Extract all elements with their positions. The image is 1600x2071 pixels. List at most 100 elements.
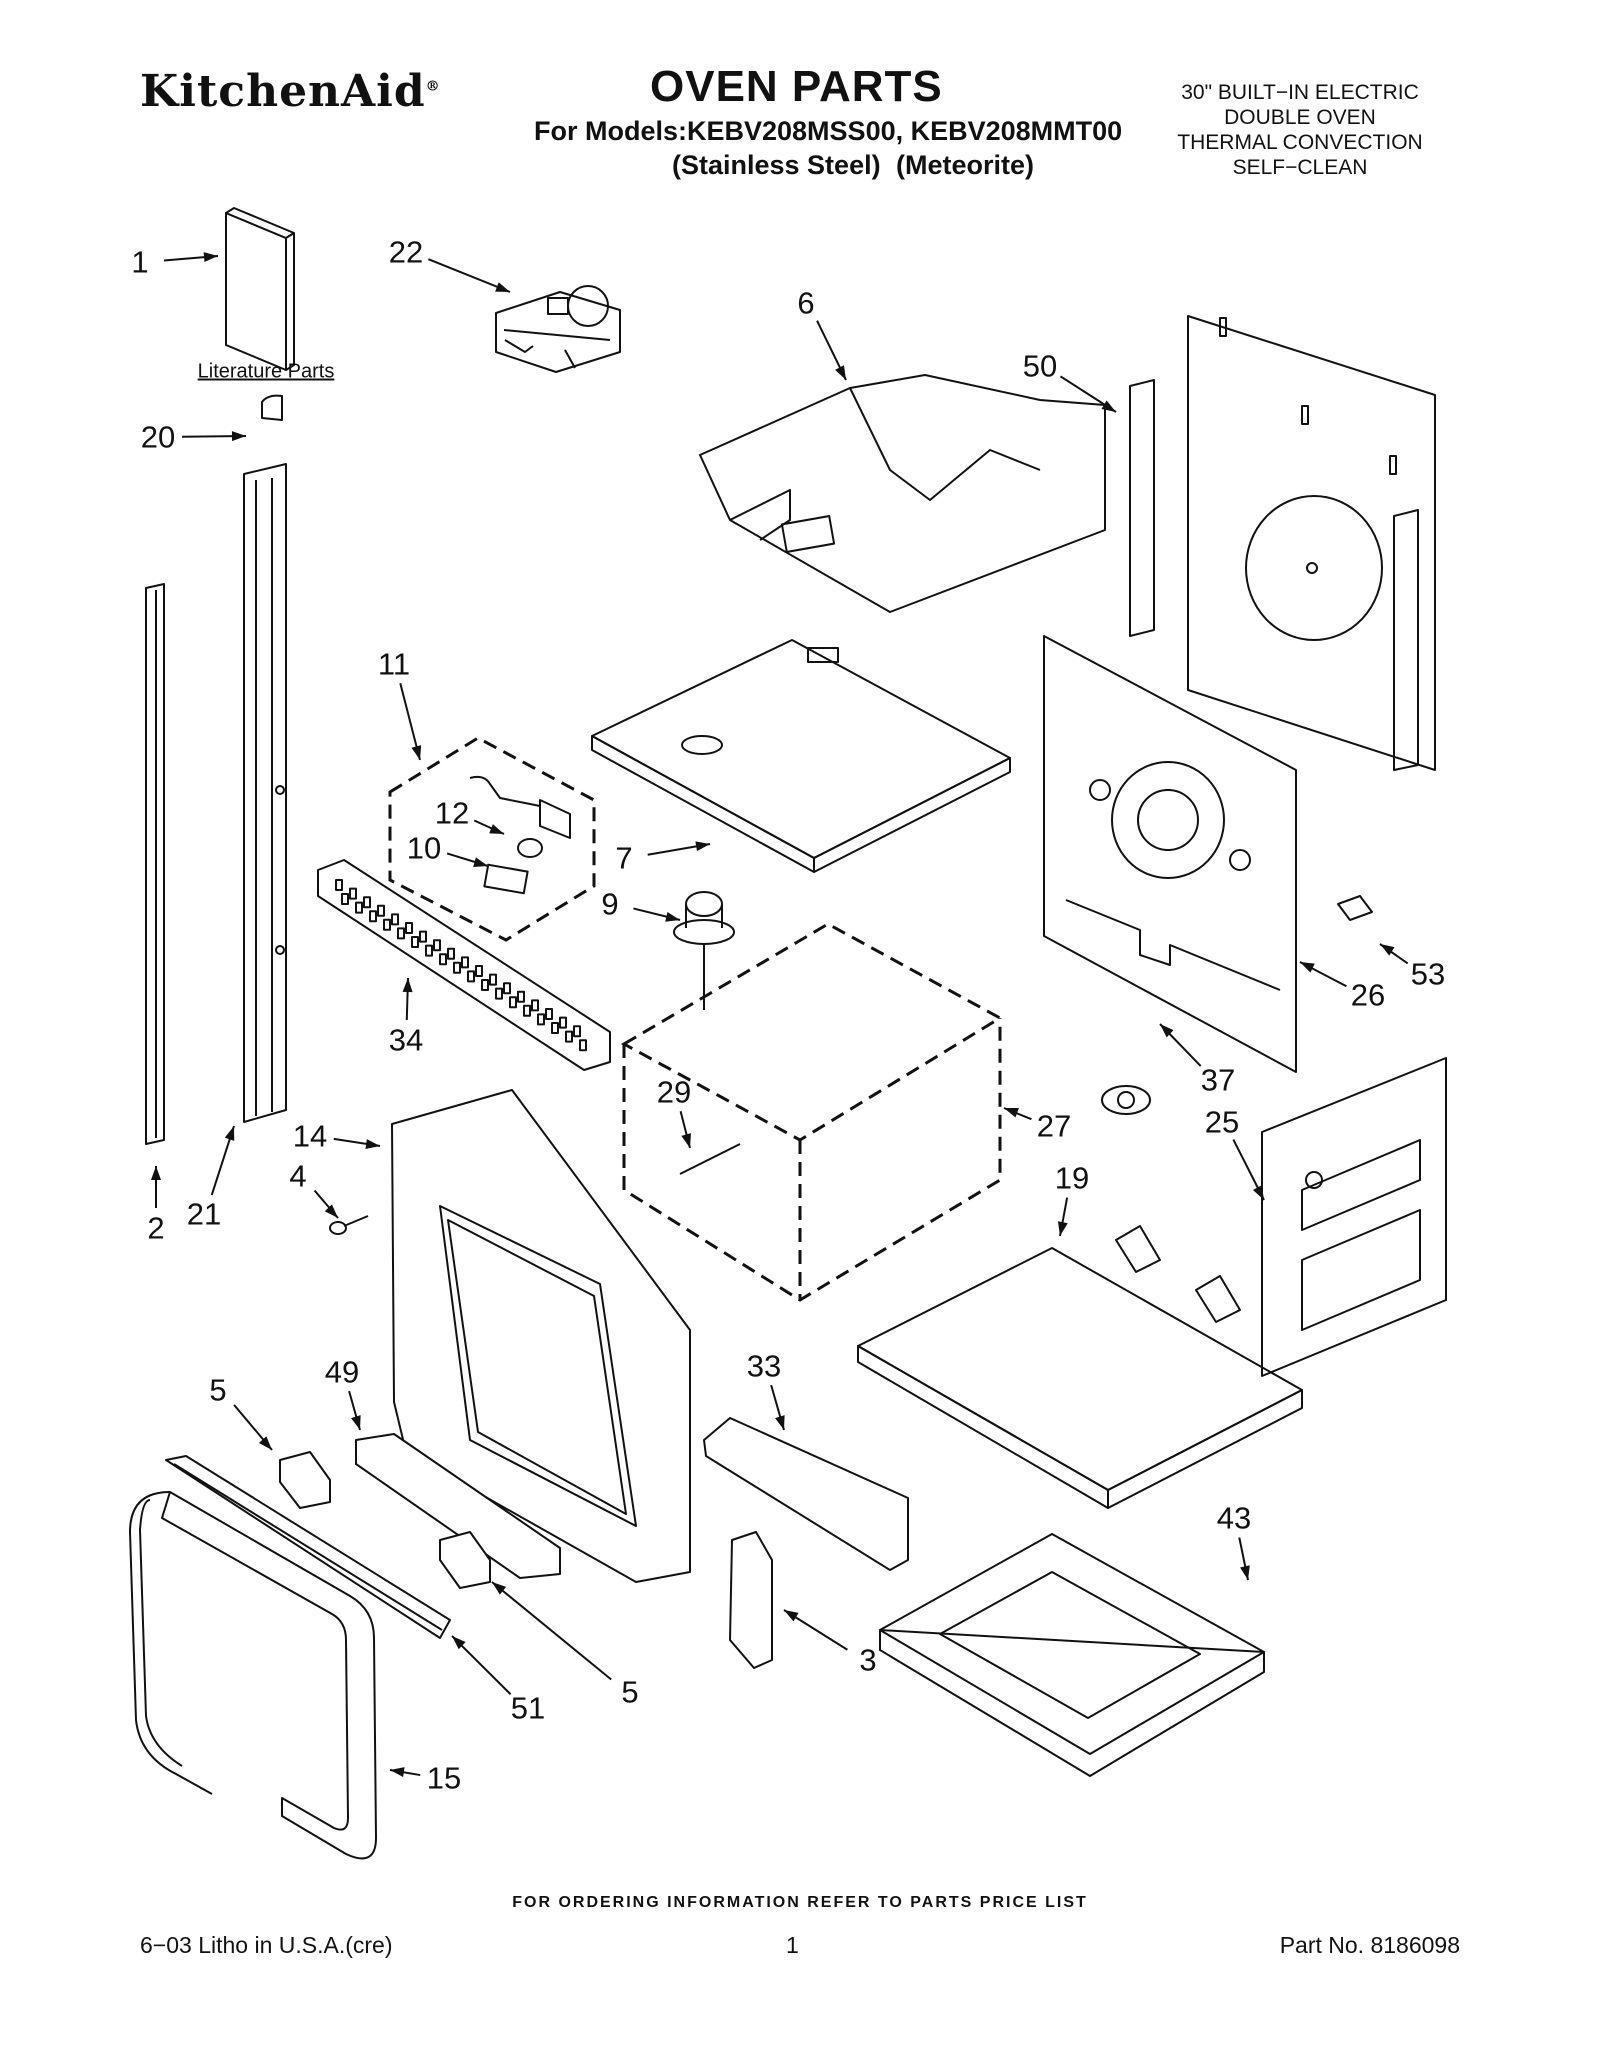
callout-26: 26 — [1350, 977, 1386, 1013]
grille-slot — [481, 979, 489, 991]
grille-slot — [341, 893, 349, 905]
leader-arrowhead — [495, 282, 510, 292]
leader-arrowhead — [411, 745, 422, 760]
callout-43: 43 — [1216, 1500, 1252, 1536]
leader-arrowhead — [1160, 1024, 1174, 1038]
leader-arrowhead — [1252, 1185, 1264, 1200]
rear-panel — [1129, 315, 1436, 771]
spec-line: 30" BUILT−IN ELECTRIC — [1181, 81, 1419, 104]
screw — [329, 1215, 369, 1235]
grille-slot — [411, 936, 419, 948]
grille-slot — [545, 1008, 553, 1020]
leader-arrowhead — [1101, 400, 1116, 412]
grille-slot — [419, 930, 427, 943]
grille-slot — [579, 1039, 587, 1052]
leader-arrowhead — [402, 978, 413, 993]
heat-shield — [857, 1225, 1303, 1509]
grille-slot — [537, 1013, 545, 1026]
leader-arrowhead — [775, 1415, 785, 1430]
oven-cavity — [620, 922, 1003, 1302]
callout-2: 2 — [147, 1210, 165, 1246]
support-rail — [703, 1417, 909, 1571]
grille-slot — [489, 973, 497, 986]
trim-strip — [165, 1455, 451, 1639]
part-number: Part No. 8186098 — [1279, 1932, 1460, 1958]
vent-panel — [699, 374, 1106, 613]
grille-slot — [565, 1030, 573, 1043]
leader-arrowhead — [784, 1610, 799, 1622]
grille-slot — [383, 918, 391, 931]
grille-slot — [335, 879, 343, 891]
vent-grille — [317, 859, 611, 1071]
callout-27: 27 — [1036, 1108, 1072, 1144]
callout-19: 19 — [1054, 1160, 1090, 1196]
spacer-block — [279, 1451, 331, 1509]
grille-slot — [439, 953, 447, 966]
lower-bracket — [355, 1433, 561, 1579]
leader-arrowhead — [473, 857, 488, 868]
callout-21: 21 — [186, 1196, 222, 1232]
leader-arrowhead — [665, 912, 680, 922]
spec-line: SELF−CLEAN — [1232, 156, 1368, 179]
grille-slot — [377, 904, 385, 917]
grille-slot — [517, 990, 525, 1003]
bottom-pan — [879, 1533, 1265, 1777]
page-number: 1 — [786, 1932, 799, 1958]
door-frame — [391, 1089, 691, 1583]
leader-arrowhead — [492, 1582, 507, 1595]
callout-11: 11 — [377, 646, 411, 682]
leader-arrowhead — [1300, 962, 1315, 973]
grille-slot — [405, 922, 413, 934]
models-line: For Models:KEBV208MSS00, KEBV208MMT00 — [534, 116, 1123, 146]
leader-arrowhead — [1380, 944, 1395, 956]
grille-slot — [433, 939, 441, 952]
leader-arrowhead — [1004, 1108, 1019, 1118]
leader-arrowhead — [1057, 1221, 1068, 1236]
callout-49: 49 — [324, 1354, 360, 1390]
leader-arrowhead — [203, 252, 218, 263]
grille-slot — [453, 961, 461, 974]
grille-slot — [503, 982, 511, 995]
leader-line — [491, 1581, 612, 1681]
callout-22: 22 — [388, 234, 424, 270]
callout-25: 25 — [1204, 1104, 1240, 1140]
leader-arrowhead — [231, 431, 246, 442]
hinge-bracket — [729, 1531, 773, 1669]
product-spec: 30" BUILT−IN ELECTRIC DOUBLE OVEN THERMA… — [1150, 80, 1450, 180]
callout-20: 20 — [140, 419, 176, 455]
callout-34: 34 — [388, 1022, 424, 1058]
callout-3: 3 — [859, 1642, 877, 1678]
leader-arrowhead — [681, 1133, 691, 1148]
leader-arrowhead — [489, 824, 504, 834]
callout-53: 53 — [1410, 956, 1446, 992]
spec-line: THERMAL CONVECTION — [1177, 131, 1423, 154]
grille-slot — [559, 1016, 567, 1029]
grille-slot — [475, 965, 483, 977]
grille-slot — [369, 910, 377, 923]
grille-slot — [425, 944, 433, 957]
literature-booklet — [225, 207, 295, 371]
side-trim — [145, 583, 165, 1145]
leader-arrowhead — [351, 1415, 361, 1430]
temp-sensor — [679, 1143, 741, 1175]
callout-14: 14 — [292, 1118, 328, 1154]
brand-logo: KitchenAid® — [140, 66, 441, 117]
callout-4: 4 — [289, 1158, 307, 1194]
callout-29: 29 — [656, 1074, 692, 1110]
callout-10: 10 — [406, 830, 442, 866]
side-channel — [243, 463, 287, 1123]
leader-arrowhead — [1240, 1565, 1250, 1580]
grille-slot — [349, 887, 357, 900]
side-panel — [1261, 1057, 1447, 1377]
callout-9: 9 — [601, 886, 619, 922]
callout-37: 37 — [1200, 1062, 1236, 1098]
grille-slot — [531, 999, 539, 1012]
callout-5: 5 — [209, 1372, 227, 1408]
grille-slot — [447, 947, 455, 960]
grille-slot — [573, 1025, 581, 1038]
leader-arrowhead — [695, 841, 710, 852]
grille-slot — [363, 896, 371, 909]
fan-motor — [673, 891, 735, 1010]
thermostat — [1101, 1085, 1151, 1115]
variant-meteorite: (Meteorite) — [896, 150, 1035, 180]
